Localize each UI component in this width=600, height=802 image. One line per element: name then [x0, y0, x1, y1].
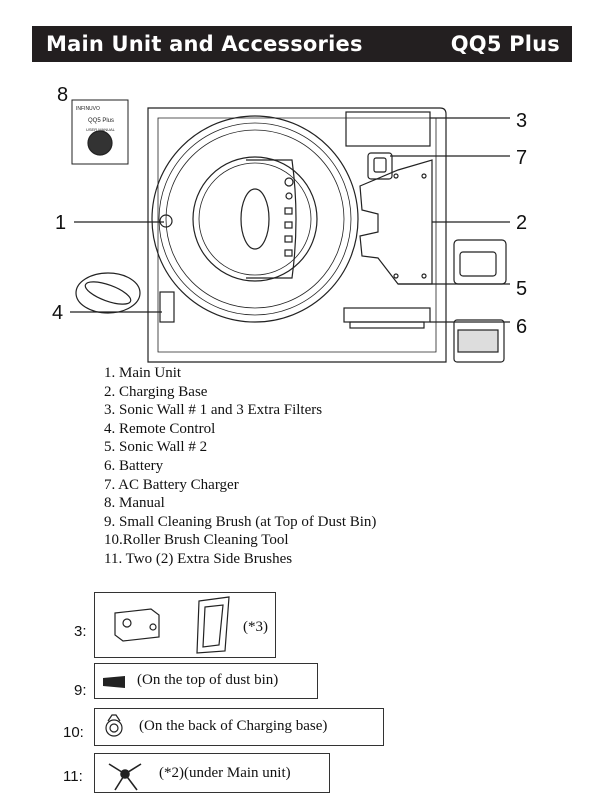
callout-2: 2: [516, 212, 528, 234]
list-item: 3. Sonic Wall # 1 and 3 Extra Filters: [104, 402, 323, 419]
callout-1: 1: [55, 212, 67, 234]
list-item: 4. Remote Control: [104, 420, 216, 437]
accessory-number-11: 11:: [63, 768, 83, 785]
list-item: 10.Roller Brush Cleaning Tool: [104, 532, 289, 549]
sonic-wall-and-filter-icon: [114, 596, 230, 654]
roller-brush-tool-icon: [105, 714, 123, 737]
list-item: 7. AC Battery Charger: [104, 476, 239, 493]
manual-brand: INFINUVO: [76, 106, 100, 112]
callout-6: 6: [516, 316, 528, 338]
accessory-box-3: (*3): [94, 592, 276, 658]
accessory-number-10: 10:: [63, 724, 84, 741]
side-brush-icon: [108, 763, 142, 791]
accessory-box-10: (On the back of Charging base): [94, 708, 384, 746]
charging-base-drawing: [359, 159, 433, 285]
ac-charger-drawing: [367, 152, 393, 180]
robot-sensor: [159, 214, 173, 228]
model-name: QQ5 Plus: [450, 32, 560, 56]
robot-body: [151, 115, 359, 323]
remote-control-drawing: [75, 272, 141, 314]
package-tray: [147, 107, 447, 363]
manual-subtitle: USER MANUAL: [86, 127, 116, 132]
parts-list: 1. Main Unit 2. Charging Base 3. Sonic W…: [104, 364, 376, 569]
manual-thumbnail: [71, 99, 129, 165]
callout-8: 8: [57, 84, 69, 106]
list-item: 6. Battery: [104, 457, 164, 474]
accessory-box-11: (*2)(under Main unit): [94, 753, 330, 793]
battery-drawing: [343, 307, 431, 323]
accessory-box-9: (On the top of dust bin): [94, 663, 318, 699]
accessory-number-9: 9:: [74, 682, 87, 699]
accessory-note-9: (On the top of dust bin): [137, 672, 279, 688]
cleaning-brush-icon: [103, 676, 125, 688]
manual-model: QQ5 Plus: [88, 118, 114, 124]
callout-3: 3: [516, 110, 528, 132]
list-item: 5. Sonic Wall # 2: [104, 439, 208, 456]
page-title: Main Unit and Accessories: [46, 32, 363, 56]
list-item: 11. Two (2) Extra Side Brushes: [104, 550, 293, 567]
list-item: 9. Small Cleaning Brush (at Top of Dust …: [104, 513, 377, 530]
list-item: 1. Main Unit: [104, 365, 182, 381]
list-item: 2. Charging Base: [104, 383, 208, 400]
callout-4: 4: [52, 302, 64, 324]
callout-7: 7: [516, 147, 528, 169]
list-item: 8. Manual: [104, 495, 165, 512]
sonic-wall-drawing: [453, 239, 507, 285]
accessory-number-3: 3:: [74, 623, 87, 640]
header-bar: Main Unit and Accessories QQ5 Plus: [32, 26, 572, 62]
accessory-note-11: (*2)(under Main unit): [159, 765, 291, 781]
accessory-note-10: (On the back of Charging base): [139, 718, 328, 734]
callout-5: 5: [516, 278, 528, 300]
package-diagram: INFINUVO QQ5 Plus USER MANUAL: [70, 99, 510, 363]
accessory-note-3: (*3): [243, 619, 268, 635]
